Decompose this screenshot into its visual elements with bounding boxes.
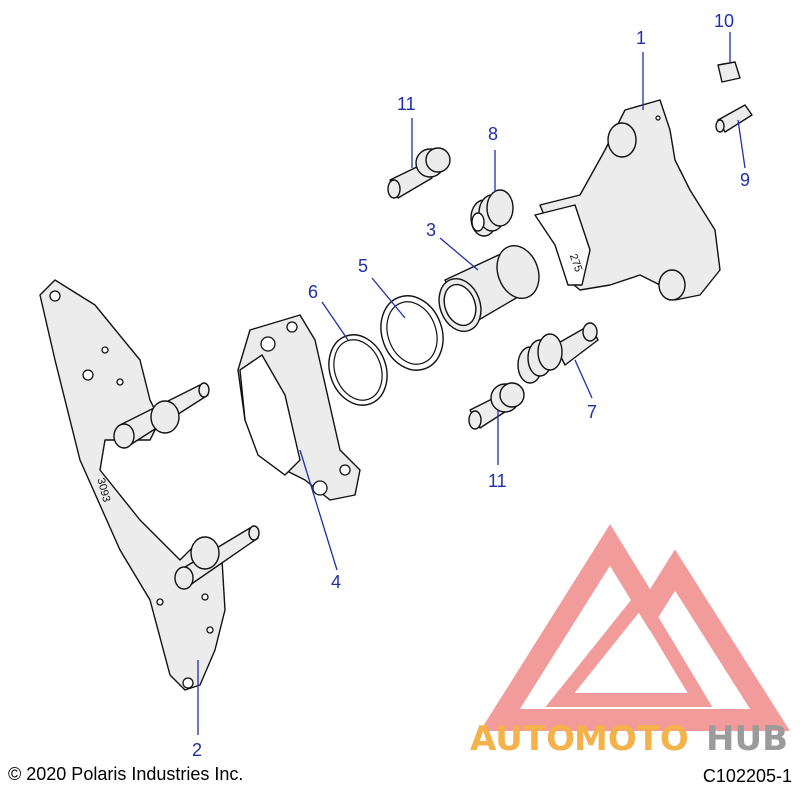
piston-part-3: [438, 245, 540, 332]
bolt-part-11-upper: [387, 147, 451, 199]
callout-10: 10: [714, 11, 734, 31]
caliper-stamp: 275: [567, 252, 585, 273]
bolt-part-11-lower: [468, 382, 525, 430]
watermark-part3: HUB: [706, 719, 788, 759]
callout-1: 1: [636, 28, 646, 48]
callout-11-upper: 11: [397, 94, 416, 114]
watermark-logo: [480, 524, 790, 731]
boot-part-8: [470, 189, 514, 237]
callout-9: 9: [740, 170, 750, 190]
callout-6: 6: [308, 282, 318, 302]
callout-3: 3: [426, 220, 436, 240]
callout-5: 5: [358, 256, 368, 276]
bleeder-part-9: [715, 104, 753, 133]
seal-ring-part-6: [328, 334, 388, 406]
caliper-body-part-1: 275: [534, 99, 721, 301]
brake-pad-part-4: [237, 314, 361, 501]
callout-7: 7: [587, 402, 597, 422]
watermark-part1: AUTO: [470, 719, 575, 759]
callout-4: 4: [331, 572, 341, 592]
slide-pin-part-7: [517, 322, 599, 384]
leader-lines: [197, 32, 746, 735]
seal-ring-part-5: [380, 295, 444, 371]
callout-2: 2: [192, 740, 202, 760]
bracket-part-2: 3093: [39, 279, 260, 691]
diagram-code: C102205-1: [702, 766, 792, 786]
callout-11-lower: 11: [488, 471, 507, 491]
cap-part-10: [717, 61, 741, 83]
watermark-part2: MOTO: [574, 719, 689, 759]
callout-labels: 1 2 3 4 5 6 7 8 9 10 11 11: [192, 11, 750, 760]
callout-8: 8: [488, 124, 498, 144]
copyright-text: © 2020 Polaris Industries Inc.: [8, 764, 244, 784]
watermark-text: AUTO MOTO HUB: [470, 719, 788, 759]
